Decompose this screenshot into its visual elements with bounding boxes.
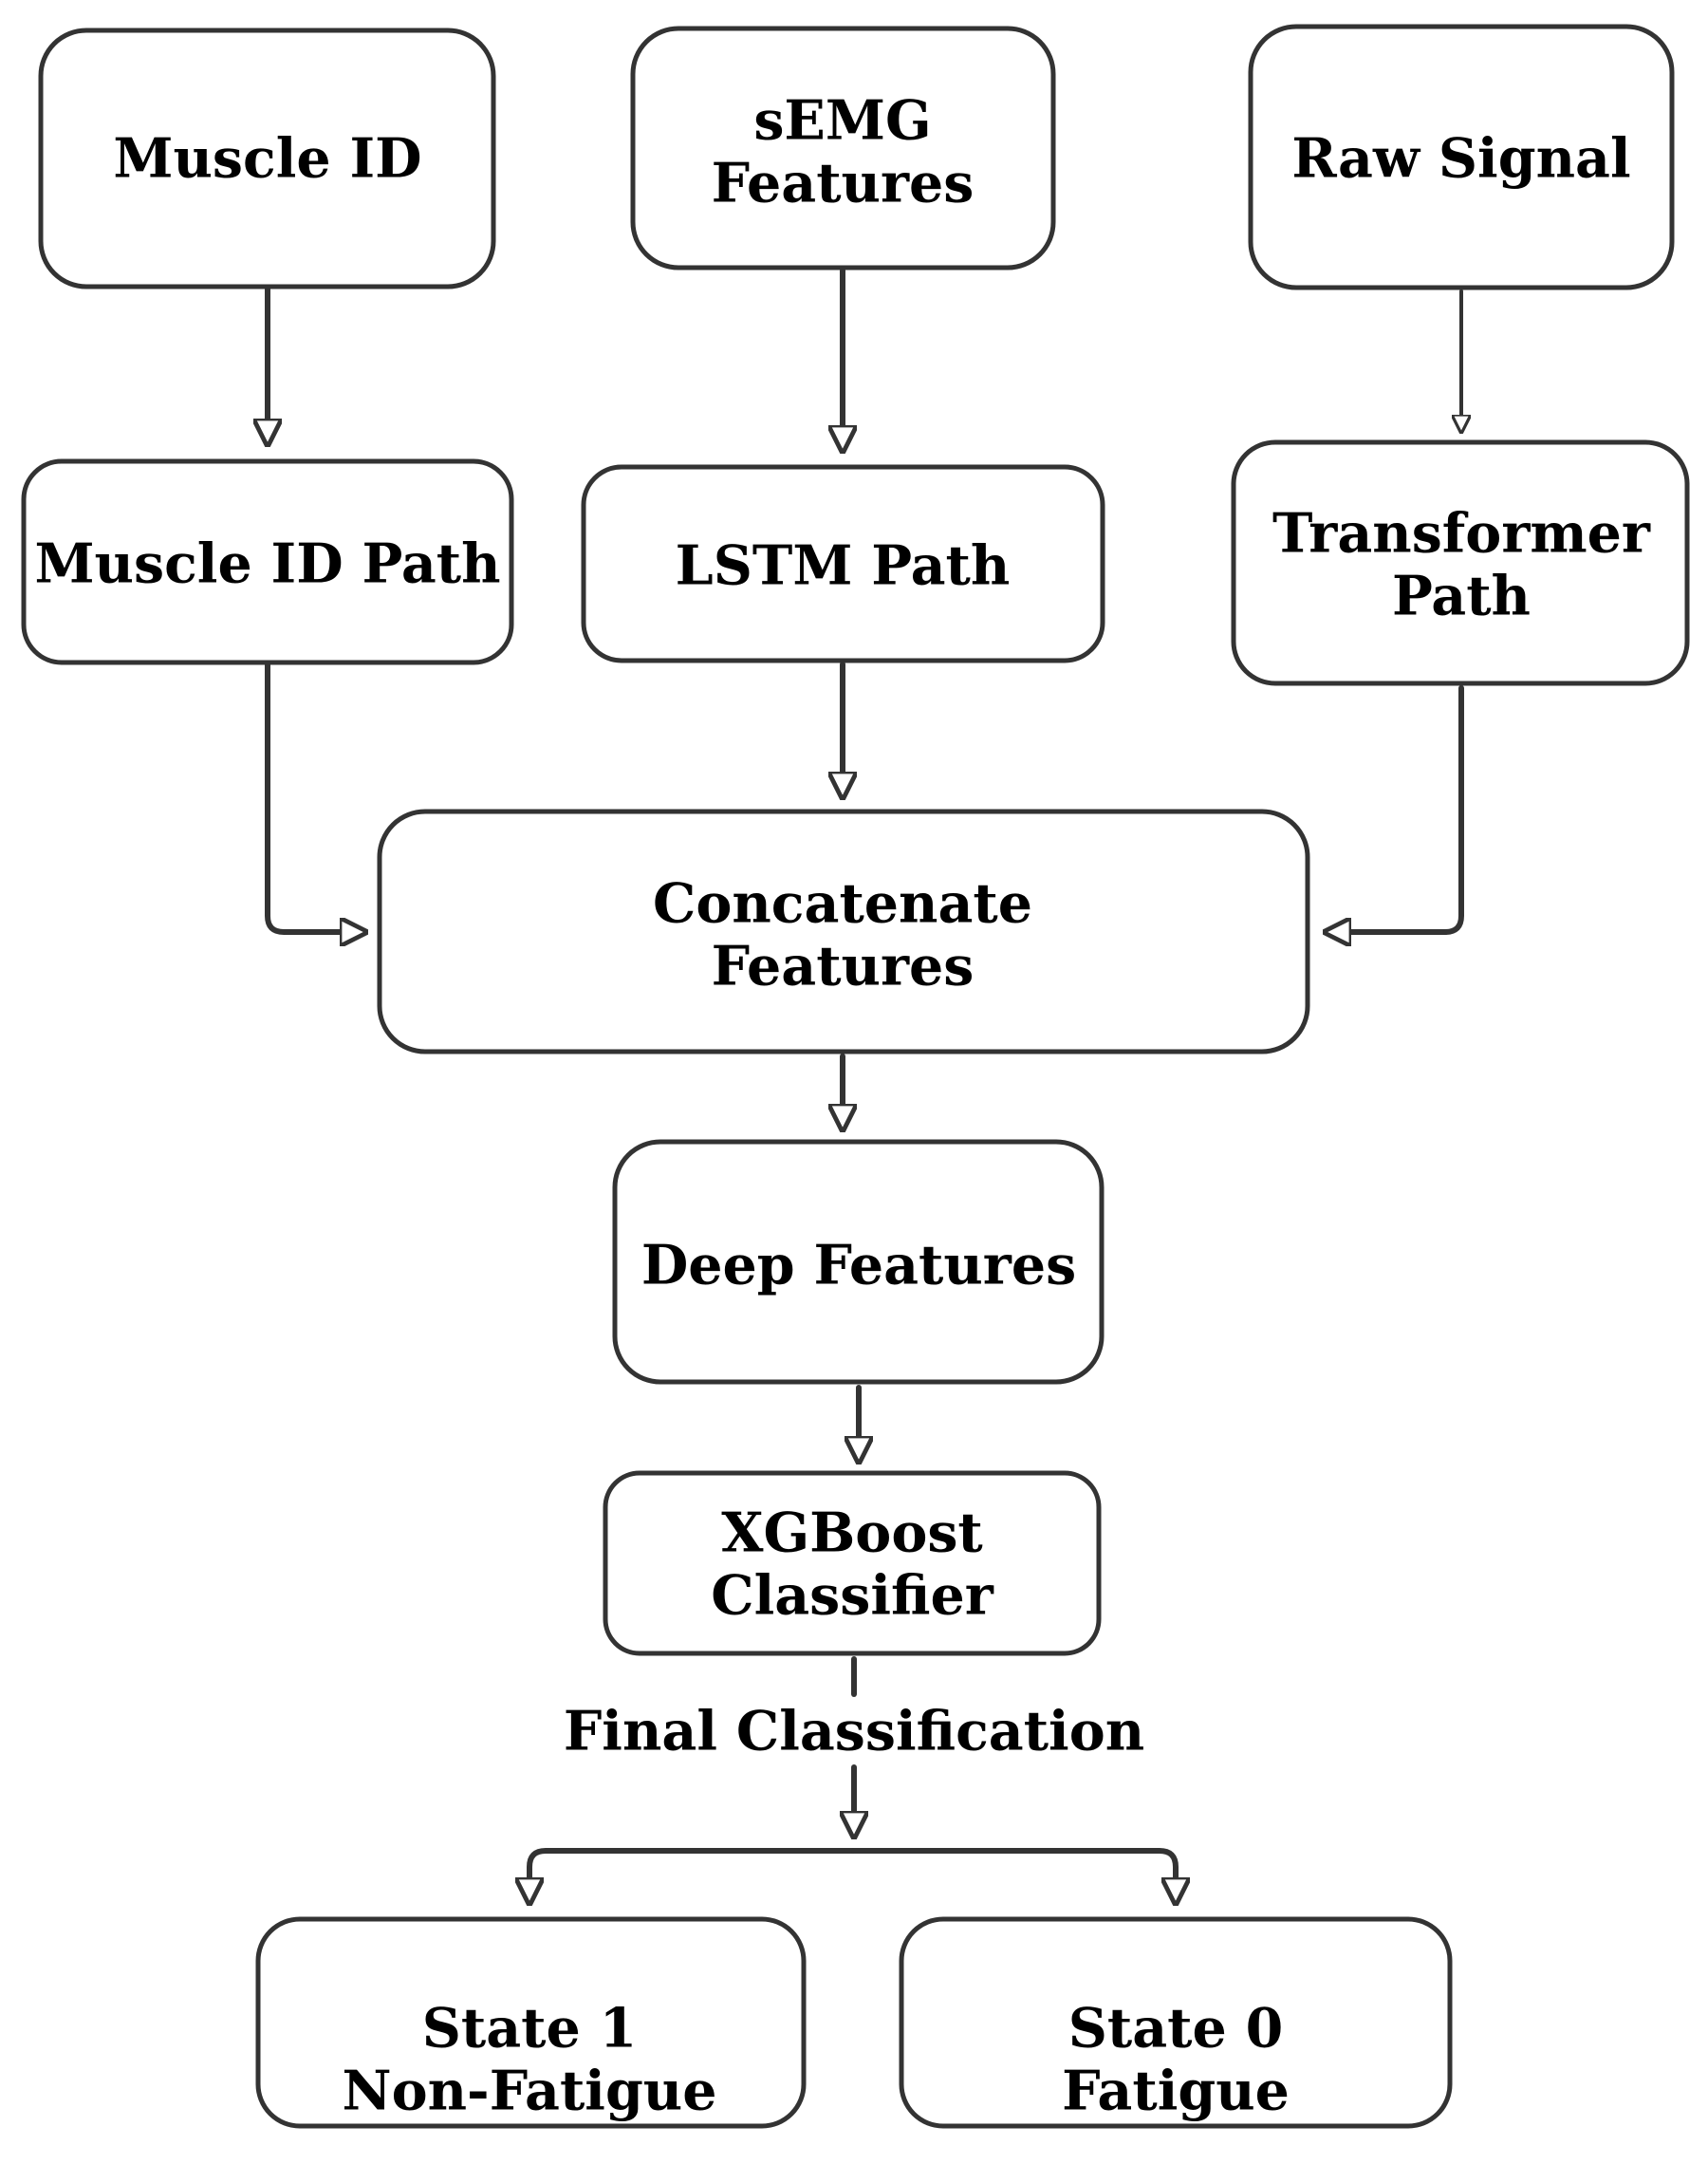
node-xgboost-classifier-label-line-2: Classifier [711, 1564, 993, 1628]
edge-transformer-to-concat [1323, 685, 1464, 932]
node-deep-features-label-line-1: Deep Features [641, 1234, 1076, 1297]
node-state-0-label-line-2: Fatigue [1062, 2060, 1290, 2123]
node-muscle-id-path-label-line-1: Muscle ID Path [34, 532, 500, 596]
node-semg-features-label-line-2: Features [712, 152, 975, 215]
node-transformer-path-label-line-2: Path [1392, 565, 1531, 628]
edge-split-to-state-0 [851, 1848, 1176, 1906]
node-raw-signal-label-line-1: Raw Signal [1291, 127, 1630, 191]
node-raw-signal: Raw Signal [1248, 24, 1675, 290]
node-concatenate-features-label-line-2: Features [712, 935, 975, 998]
edge-split-to-state-1 [529, 1848, 857, 1906]
node-muscle-id: Muscle ID [38, 28, 496, 289]
node-state-1-label-line-1: State 1 [422, 1997, 638, 2061]
node-muscle-id-label-line-1: Muscle ID [113, 127, 421, 191]
node-concatenate-features-label-line-1: Concatenate [653, 872, 1032, 936]
node-transformer-path-label-line-1: Transformer [1272, 502, 1651, 566]
node-semg-features-label-line-1: sEMG [753, 89, 931, 153]
node-lstm-path: LSTM Path [581, 464, 1105, 663]
node-deep-features: Deep Features [612, 1139, 1105, 1385]
node-xgboost-classifier-label-line-1: XGBoost [721, 1502, 983, 1565]
node-lstm-path-label-line-1: LSTM Path [676, 534, 1011, 598]
node-state-0-label-line-1: State 0 [1068, 1997, 1284, 2061]
node-muscle-id-path: Muscle ID Path [21, 458, 514, 665]
final-classification-label: Final Classification [564, 1700, 1144, 1763]
node-state-1-label-line-2: Non-Fatigue [342, 2060, 716, 2123]
edge-muscle-path-to-concat [265, 662, 368, 932]
